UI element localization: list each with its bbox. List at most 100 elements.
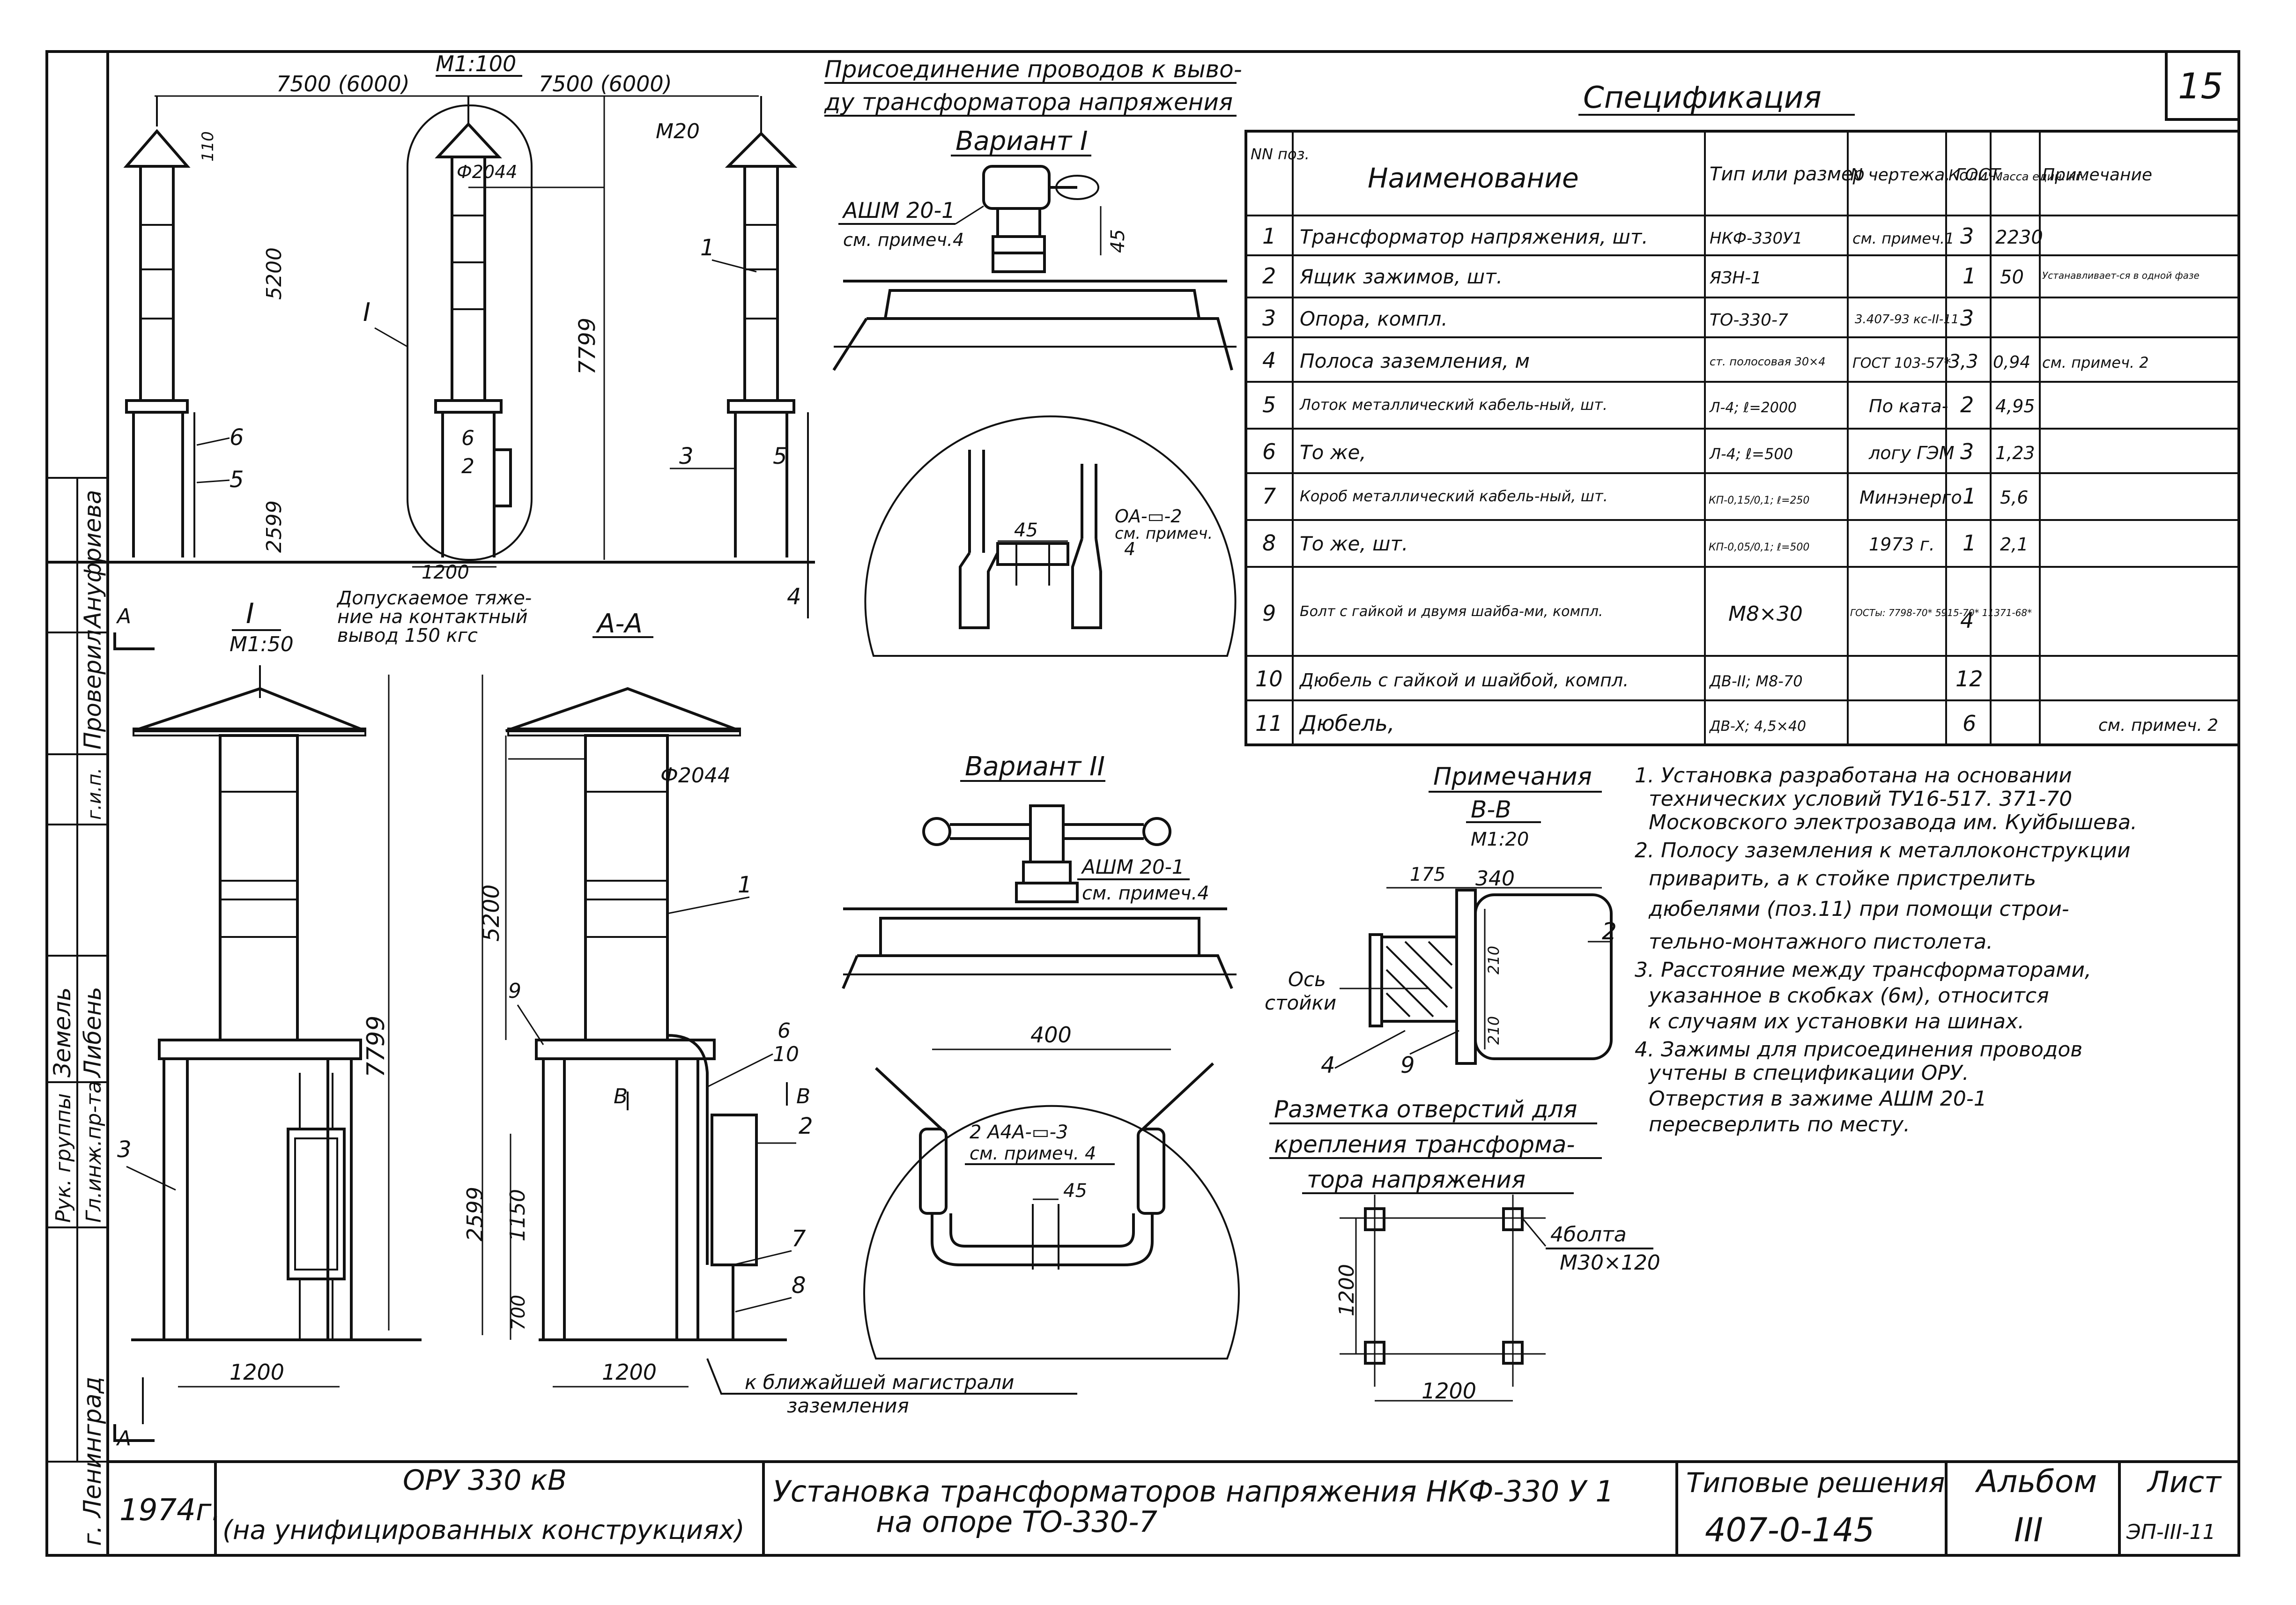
- svg-text:6: 6: [1963, 711, 1976, 736]
- variant1-detail-circle: [864, 415, 1237, 657]
- spec-h-name: Наименование: [1368, 162, 1579, 194]
- detail-callout-3: 3: [117, 1137, 132, 1163]
- section-AA-view: А-А Ф2044 5200 2599 1150 700 7799 1200 1…: [113, 609, 1077, 1450]
- tb-sheet-value: ЭП-III-11: [2126, 1520, 2215, 1544]
- svg-text:ГОСТы: 7798-70* 5915-70* 11371: ГОСТы: 7798-70* 5915-70* 11371-68*: [1850, 607, 2032, 618]
- bb-callout-4: 4: [1321, 1052, 1335, 1078]
- plan-dim-right: 7500 (6000): [539, 71, 672, 97]
- tb-series-label: Типовые решения: [1686, 1467, 1945, 1499]
- plan-dim-110: 110: [199, 131, 217, 162]
- notes-heading: Примечания: [1433, 763, 1592, 791]
- wire-heading-2: ду трансформатора напряжения: [824, 89, 1233, 116]
- plan-dim-left: 7500 (6000): [276, 71, 410, 97]
- svg-text:12: 12: [1955, 666, 1983, 691]
- tb-album-value: III: [2014, 1511, 2043, 1549]
- tb-series-value: 407-0-145: [1705, 1511, 1874, 1549]
- svg-text:М8×30: М8×30: [1728, 602, 1803, 626]
- svg-text:10: 10: [1255, 666, 1283, 691]
- variant1-title: Вариант I: [955, 126, 1088, 156]
- hole-title-1: Разметка отверстий для: [1274, 1096, 1578, 1123]
- section-aa-title: А-А: [596, 609, 643, 639]
- transformer-right: [725, 96, 809, 618]
- variant1-lug: ОА-▭-2: [1115, 506, 1182, 527]
- tb-album-label: Альбом: [1975, 1464, 2097, 1500]
- svg-text:Полоса заземления, м: Полоса заземления, м: [1300, 349, 1530, 372]
- detail-scale: М1:50: [230, 632, 294, 656]
- svg-text:см. примеч.1: см. примеч.1: [1852, 230, 1954, 247]
- svg-text:1: 1: [1963, 483, 1976, 509]
- plan-callout-6-left: 6: [230, 424, 244, 451]
- spec-h-type: Тип или размер: [1710, 163, 1865, 185]
- plan-callout-4: 4: [787, 584, 801, 610]
- tb-drawing-1: Установка трансформаторов напряжения НКФ…: [773, 1474, 1614, 1508]
- hole-bolts-1: 4болта: [1550, 1223, 1627, 1247]
- svg-text:НКФ-330У1: НКФ-330У1: [1710, 229, 1803, 248]
- svg-text:Дюбель,: Дюбель,: [1299, 711, 1394, 736]
- svg-text:3: 3: [1960, 439, 1974, 464]
- svg-text:3,3: 3,3: [1948, 351, 1978, 372]
- section-callout-7: 7: [792, 1226, 806, 1252]
- note-2-c: дюбелями (поз.11) при помощи строи-: [1648, 897, 2069, 921]
- section-dim-7799: 7799: [362, 1016, 390, 1077]
- svg-text:2: 2: [1262, 263, 1276, 289]
- svg-text:4: 4: [1960, 608, 1974, 633]
- note-2-d: тельно-монтажного пистолета.: [1649, 930, 1993, 954]
- plan-dim-1200: 1200: [422, 562, 469, 583]
- svg-text:7: 7: [1262, 483, 1276, 509]
- variant2-dim-400: 400: [1030, 1022, 1072, 1048]
- stamp-text-5: г.и.п.: [84, 768, 105, 820]
- ground-note-1: к ближайшей магистрали: [745, 1371, 1014, 1394]
- variant2-clamp-note: см. примеч.4: [1082, 883, 1209, 904]
- svg-text:1: 1: [1963, 263, 1976, 289]
- note-4-b: учтены в спецификации ОРУ.: [1648, 1061, 1969, 1085]
- detail-mark: I: [246, 597, 254, 630]
- spec-row: 10 Дюбель с гайкой и шайбой, компл. ДВ-I…: [1255, 666, 1983, 691]
- svg-text:Дюбель с гайкой и шайбой, комп: Дюбель с гайкой и шайбой, компл.: [1299, 670, 1629, 691]
- plan-callout-6-mid: 6: [461, 426, 474, 450]
- svg-text:3.407-93 кс-II-11: 3.407-93 кс-II-11: [1855, 312, 1959, 327]
- svg-text:6: 6: [1262, 439, 1276, 464]
- load-note-1: Допускаемое тяже-: [336, 587, 532, 609]
- bb-dim-210b: 210: [1485, 1016, 1503, 1045]
- plan-callout-3: 3: [679, 443, 694, 469]
- plan-bolt: М20: [656, 119, 700, 143]
- specification-table: Спецификация NN поз. Наименование Тип ил…: [1244, 81, 2240, 746]
- wire-connection-heading: Присоединение проводов к выво- ду трансф…: [824, 56, 1242, 117]
- svg-text:Трансформатор напряжения, шт.: Трансформатор напряжения, шт.: [1300, 225, 1648, 248]
- variant2-title: Вариант II: [965, 751, 1105, 782]
- section-mark-B-left: В: [614, 1085, 628, 1108]
- svg-text:Болт с гайкой и двумя шайба-ми: Болт с гайкой и двумя шайба-ми, компл.: [1300, 603, 1603, 620]
- spec-h-pos: NN поз.: [1251, 145, 1310, 163]
- bb-dim-175: 175: [1410, 864, 1445, 885]
- hole-bolts-2: М30×120: [1560, 1251, 1660, 1275]
- detail-I-outline: [407, 104, 533, 561]
- notes-block: 1. Установка разработана на основании те…: [1635, 764, 2137, 1137]
- plan-view: М1:100 7500 (6000) 7500 (6000) М20 110 5…: [47, 51, 815, 650]
- section-callout-10: 10: [773, 1042, 799, 1066]
- tb-project-1: ОРУ 330 кВ: [403, 1464, 567, 1497]
- svg-text:ст. полосовая 30×4: ст. полосовая 30×4: [1710, 355, 1826, 368]
- bb-dim-210a: 210: [1485, 946, 1503, 974]
- stamp-text-6: Проверил: [79, 630, 106, 750]
- spec-h-mass: Масса един. кг.: [1993, 170, 2085, 183]
- svg-text:4: 4: [1262, 348, 1276, 373]
- bb-dim-340: 340: [1475, 867, 1515, 891]
- stamp-text-4: Земель: [49, 987, 76, 1077]
- svg-text:см. примеч. 2: см. примеч. 2: [2098, 716, 2218, 735]
- section-callout-6: 6: [778, 1019, 791, 1043]
- tb-drawing-2: на опоре ТО-330-7: [876, 1505, 1157, 1539]
- plan-scale: М1:100: [436, 51, 516, 76]
- svg-text:2: 2: [1960, 392, 1974, 417]
- section-dim-700: 700: [508, 1295, 529, 1330]
- svg-text:Опора, компл.: Опора, компл.: [1300, 307, 1448, 330]
- tb-project-2: (на унифицированных конструкциях): [222, 1515, 745, 1546]
- transformer-middle: [434, 96, 512, 557]
- sheet-frame: [45, 50, 2240, 1557]
- note-3-c: к случаям их установки на шинах.: [1649, 1010, 2024, 1033]
- variant1-dim-45b: 45: [1014, 520, 1038, 541]
- note-4-c: Отверстия в зажиме АШМ 20-1: [1649, 1087, 1987, 1111]
- svg-text:логу ГЭМ: логу ГЭМ: [1868, 443, 1955, 463]
- variant2-dim-45: 45: [1063, 1180, 1087, 1202]
- svg-text:ГОСТ 103-57*: ГОСТ 103-57*: [1852, 355, 1951, 372]
- svg-text:То же, шт.: То же, шт.: [1300, 532, 1408, 555]
